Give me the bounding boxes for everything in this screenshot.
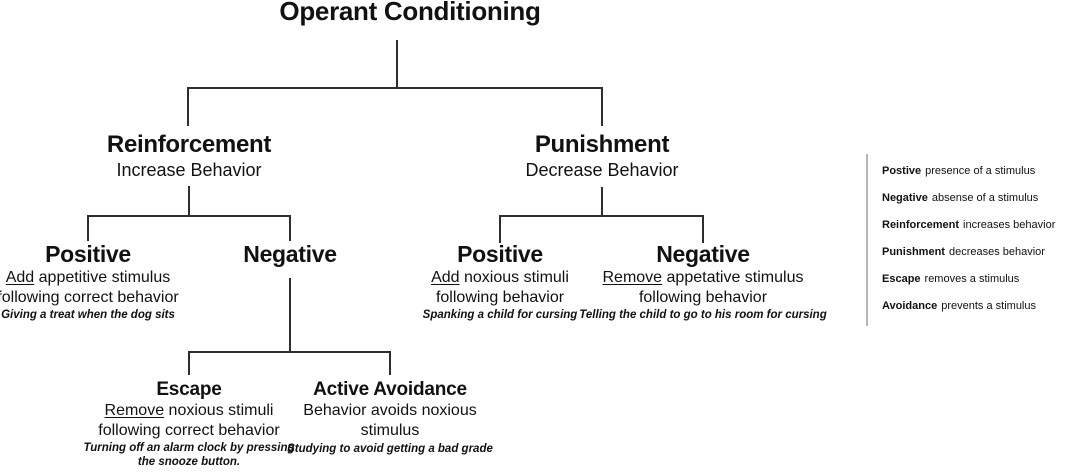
legend-term: Reinforcement	[882, 219, 960, 231]
p-negative-line1-rest: appetative stimulus	[662, 268, 804, 286]
connector-p-positive-in	[499, 215, 501, 243]
diagram-title: Operant Conditioning	[279, 0, 541, 26]
node-reinforcement-negative: Negative	[243, 241, 337, 268]
legend-separator-line	[866, 154, 868, 326]
node-punishment: Punishment Decrease Behavior	[525, 131, 678, 181]
r-negative-title: Negative	[243, 241, 337, 267]
legend-definition: prevents a stimulus	[941, 300, 1036, 312]
legend-term: Negative	[882, 192, 928, 204]
p-negative-example: Telling the child to go to his room for …	[579, 309, 827, 322]
p-negative-line1: Remove appetative stimulus	[579, 268, 826, 288]
r-positive-title: Positive	[45, 241, 131, 267]
p-negative-line2: following behavior	[638, 288, 768, 306]
node-punishment-positive: Positive Add noxious stimuli following b…	[422, 241, 578, 323]
r-positive-line1: Add appetitive stimulus	[0, 268, 179, 288]
r-positive-action-word: Add	[5, 268, 35, 286]
r-positive-line2: following correct behavior	[0, 288, 179, 306]
connector-escape-horizontal	[188, 351, 391, 353]
connector-avoidance-in	[389, 351, 391, 375]
legend-definition: increases behavior	[963, 219, 1056, 231]
legend-definition: removes a stimulus	[924, 273, 1020, 285]
p-negative-action-word: Remove	[602, 268, 663, 286]
connector-r-negative-out	[289, 278, 291, 352]
p-positive-example: Spanking a child for cursing	[422, 309, 578, 322]
node-reinforcement: Reinforcement Increase Behavior	[107, 131, 271, 181]
legend-term: Postive	[882, 165, 922, 177]
r-positive-line1-rest: appetitive stimulus	[34, 268, 171, 286]
node-escape: Escape Remove noxious stimuli following …	[81, 379, 297, 470]
active-avoidance-example: Studying to avoid getting a bad grade	[287, 442, 493, 455]
p-positive-action-word: Add	[431, 268, 460, 286]
escape-example: Turning off an alarm clock by pressing t…	[83, 441, 295, 469]
p-negative-title: Negative	[656, 241, 750, 267]
connector-r-negative-in	[289, 215, 291, 241]
connector-escape-in	[188, 351, 190, 375]
escape-line2: following correct behavior	[98, 421, 280, 439]
legend-term: Escape	[882, 273, 921, 285]
connector-reinforcement-horizontal	[87, 215, 291, 217]
node-active-avoidance: Active Avoidance Behavior avoids noxious…	[287, 379, 493, 456]
p-positive-line1-rest: noxious stimuli	[459, 268, 569, 286]
punishment-title: Punishment	[534, 131, 670, 158]
connector-r-positive-in	[87, 215, 89, 241]
connector-punishment-in	[601, 87, 603, 126]
connector-punishment-horizontal	[499, 215, 704, 217]
reinforcement-title: Reinforcement	[106, 131, 272, 158]
legend-term: Punishment	[882, 246, 945, 258]
node-punishment-negative: Negative Remove appetative stimulus foll…	[579, 241, 827, 323]
r-positive-example: Giving a treat when the dog sits	[1, 309, 175, 322]
p-positive-line2: following behavior	[435, 288, 565, 306]
connector-reinforcement-in	[187, 87, 189, 126]
p-positive-title: Positive	[457, 241, 543, 267]
p-positive-line1: Add noxious stimuli	[423, 268, 578, 288]
connector-reinforcement-out	[188, 186, 190, 216]
node-reinforcement-positive: Positive Add appetitive stimulus followi…	[0, 241, 179, 323]
connector-punishment-out	[601, 187, 603, 216]
escape-title: Escape	[156, 379, 222, 400]
escape-line1: Remove noxious stimuli	[81, 401, 297, 421]
legend-definition: absense of a stimulus	[931, 192, 1039, 204]
connector-top-horizontal	[187, 87, 603, 89]
connector-title-down	[396, 40, 398, 88]
active-avoidance-line1: Behavior avoids noxious stimulus	[303, 401, 477, 439]
active-avoidance-title: Active Avoidance	[313, 379, 467, 400]
legend-definition: presence of a stimulus	[925, 165, 1036, 177]
legend-term: Avoidance	[882, 300, 938, 312]
legend-definition: decreases behavior	[948, 246, 1045, 258]
escape-action-word: Remove	[104, 401, 165, 419]
reinforcement-subtitle: Increase Behavior	[116, 159, 262, 180]
punishment-subtitle: Decrease Behavior	[525, 159, 679, 180]
connector-p-negative-in	[702, 215, 704, 243]
escape-line1-rest: noxious stimuli	[164, 401, 274, 419]
